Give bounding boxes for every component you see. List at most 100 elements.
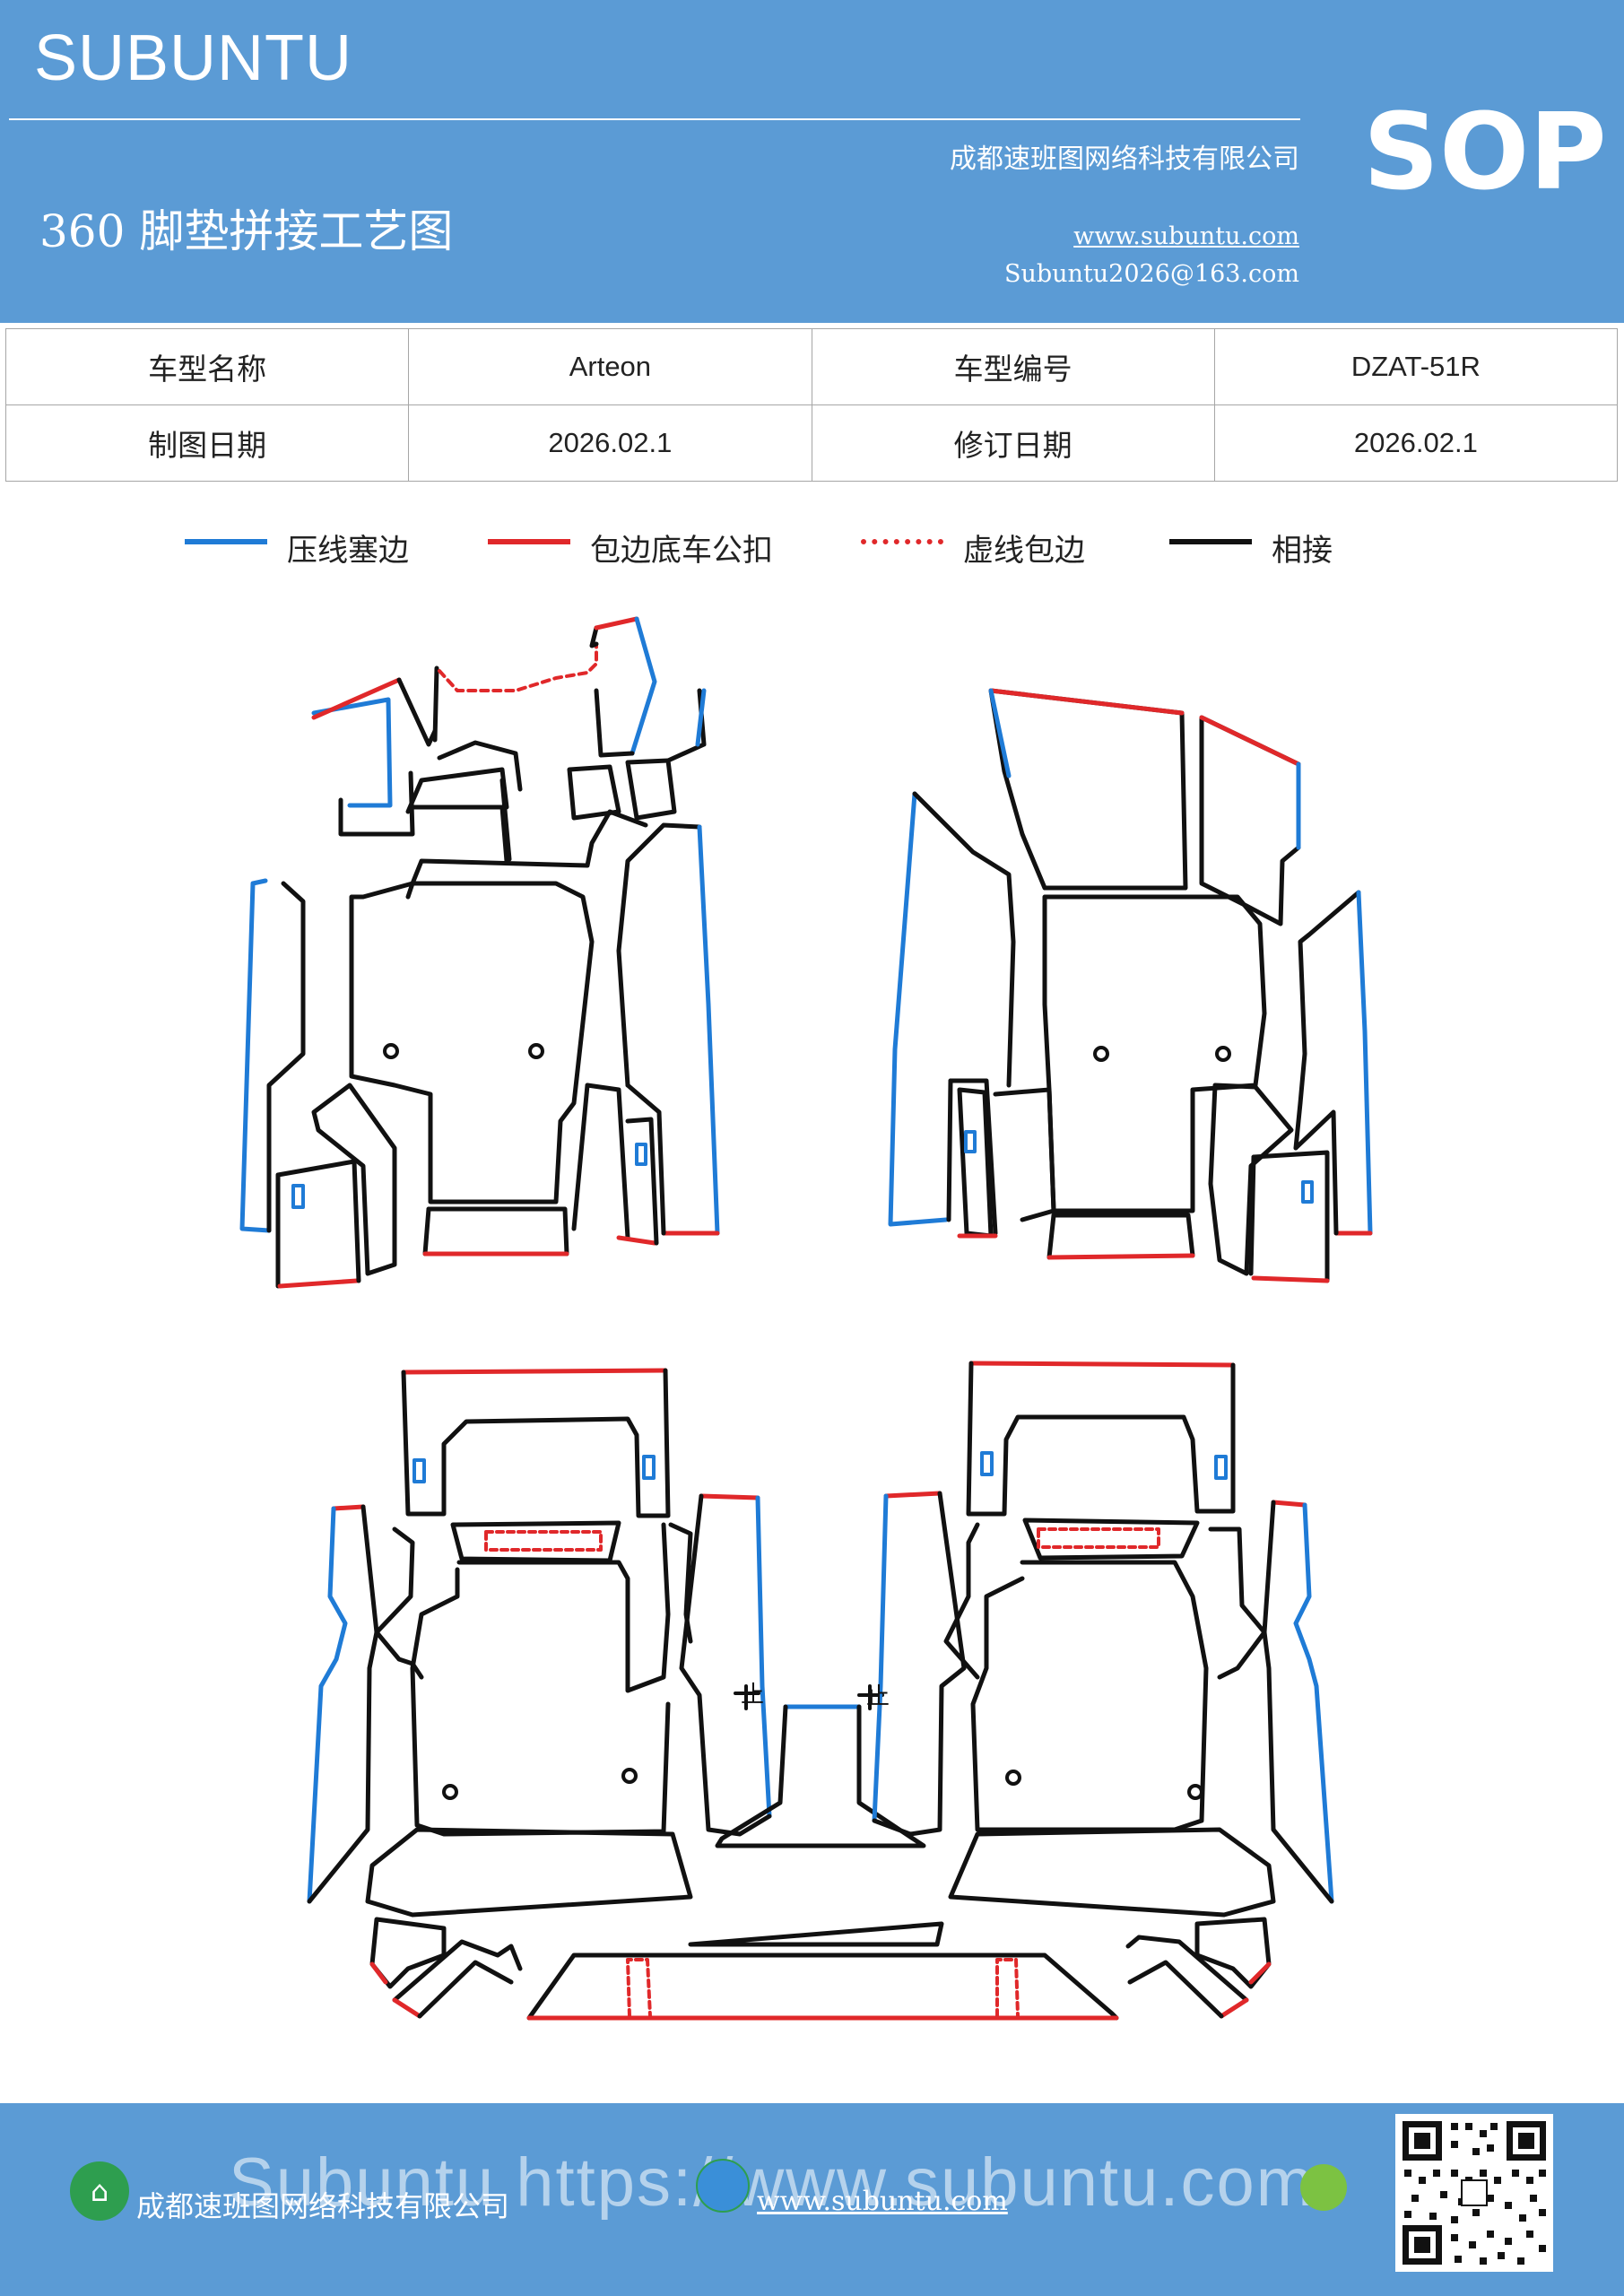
page-title: 360 脚垫拼接工艺图 [39,205,454,257]
mat-seam [349,881,595,1205]
mat-edge-red-dashed [484,1530,603,1552]
legend-label: 相接 [1272,533,1333,569]
table-row: 制图日期 2026.02.1 修订日期 2026.02.1 [4,404,1619,482]
mat-seam [307,1504,379,1904]
mat-seam [616,822,702,1088]
model-name-label: 车型名称 [4,328,410,405]
blue-line-swatch [185,539,267,544]
mat-edge-red [392,1997,422,2019]
mat-edge-red [883,1491,942,1499]
mat-edge-blue [872,1493,889,1823]
mat-seam [365,1827,693,1918]
mat-seam [1051,1213,1195,1258]
center-tunnel [526,1684,1119,2021]
revise-date-value: 2026.02.1 [1213,404,1619,482]
brand-logo-text: SUBUNTU [34,22,353,94]
mat-edge-blue [1293,1502,1334,1904]
mat-seam [1208,1083,1294,1276]
mat-edge-red [1248,1961,1272,1985]
mat-seam [1046,1213,1056,1260]
draw-date-value: 2026.02.1 [408,404,812,482]
fixing-hole [1187,1784,1203,1800]
mat-seam [396,677,438,747]
footer-band: Subuntu https://www.subuntu.com ⌂ 成都速班图网… [0,2103,1624,2296]
mat-seam [1248,1154,1256,1276]
mat-edge-red [1219,1997,1249,2019]
clip-slot [1214,1455,1228,1480]
mat-seam [338,770,415,837]
mat-seam [625,758,677,821]
mat-seam [1022,1518,1200,1561]
mat-seam [912,791,1016,1088]
header-email: Subuntu2026@163.com [1004,260,1299,288]
mat-seam [456,1522,671,1693]
mat-seam [1199,715,1301,926]
model-name-value: Arteon [408,328,812,405]
mat-edge-red [616,1235,657,1246]
mat-edge-blue [695,688,707,747]
fixing-hole [528,1043,544,1059]
mat-seam [311,1083,397,1276]
mat-seam [585,1083,630,1240]
mat-seam [1293,890,1361,1151]
legend-label: 虚线包边 [963,533,1085,569]
mat-seam [679,1493,772,1837]
fixing-hole [1005,1770,1021,1786]
mat-seam [426,1206,569,1257]
mat-seam [943,1522,980,1680]
mat-seam [715,1704,926,1848]
mat-seam [392,1939,523,2003]
mat-edge-red [369,1961,388,1985]
front-left-mat [239,616,720,1289]
mat-seam [1251,1150,1330,1283]
clip-slot [964,1130,977,1153]
legend: 压线塞边 包边底车公扣 虚线包边 相接 [0,522,1624,576]
mat-edge-red-dashed [1037,1527,1160,1549]
mat-seam [422,1206,431,1257]
mat-seam [275,1159,361,1283]
table-row: 车型名称 Arteon 车型编号 DZAT-51R [4,328,1619,405]
info-table: 车型名称 Arteon 车型编号 DZAT-51R 制图日期 2026.02.1… [4,328,1619,482]
mat-seam [594,688,635,758]
footer-company: 成都速班图网络科技有限公司 [136,2189,510,2223]
legend-label: 压线塞边 [287,533,409,569]
header-band: SUBUNTU 成都速班图网络科技有限公司 360 脚垫拼接工艺图 www.su… [0,0,1624,323]
mat-seam [567,764,621,821]
draw-date-label: 制图日期 [4,404,410,482]
footer-website-link[interactable]: www.subuntu.com [757,2186,1008,2217]
clip-slot [635,1143,647,1166]
mat-edge-red [968,1361,1236,1368]
mat-edge-blue [888,791,949,1227]
mat-edge-red [277,1278,360,1289]
globe-icon [696,2159,750,2213]
mat-seam [571,1083,590,1231]
mat-edge-red [988,688,1185,716]
revise-date-label: 修订日期 [811,404,1215,482]
mat-seam [1293,1109,1339,1236]
footer-watermark: Subuntu https://www.subuntu.com [229,2144,1316,2221]
mat-edge-red [1199,715,1301,767]
mat-seam [948,1827,1276,1918]
wechat-icon [1300,2164,1347,2211]
mat-seam [688,1921,944,1947]
clip-slot [413,1458,426,1483]
mat-edge-red-dashed [995,1958,1020,2018]
mat-edge-blue [311,697,393,808]
rear-left-mat [307,1368,772,2019]
mat-seam [499,778,512,862]
header-website-link[interactable]: www.subuntu.com [1073,222,1299,250]
mat-seam [526,1952,1119,2021]
front-right-mat [888,688,1373,1283]
mat-seam [872,1491,967,1837]
rear-right-mat [872,1361,1334,2019]
clip-slot [291,1184,305,1209]
building-icon: ⌂ [70,2161,129,2221]
stop-label-left: 止 [741,1682,764,1709]
mat-edge-red [594,616,639,631]
stop-mark-left [734,1684,760,1710]
red-line-swatch [488,539,570,544]
sop-label: SOP [1363,90,1607,213]
mat-seam [1208,1526,1267,1680]
qr-code-icon [1395,2114,1553,2272]
mat-seam [668,1522,693,1644]
